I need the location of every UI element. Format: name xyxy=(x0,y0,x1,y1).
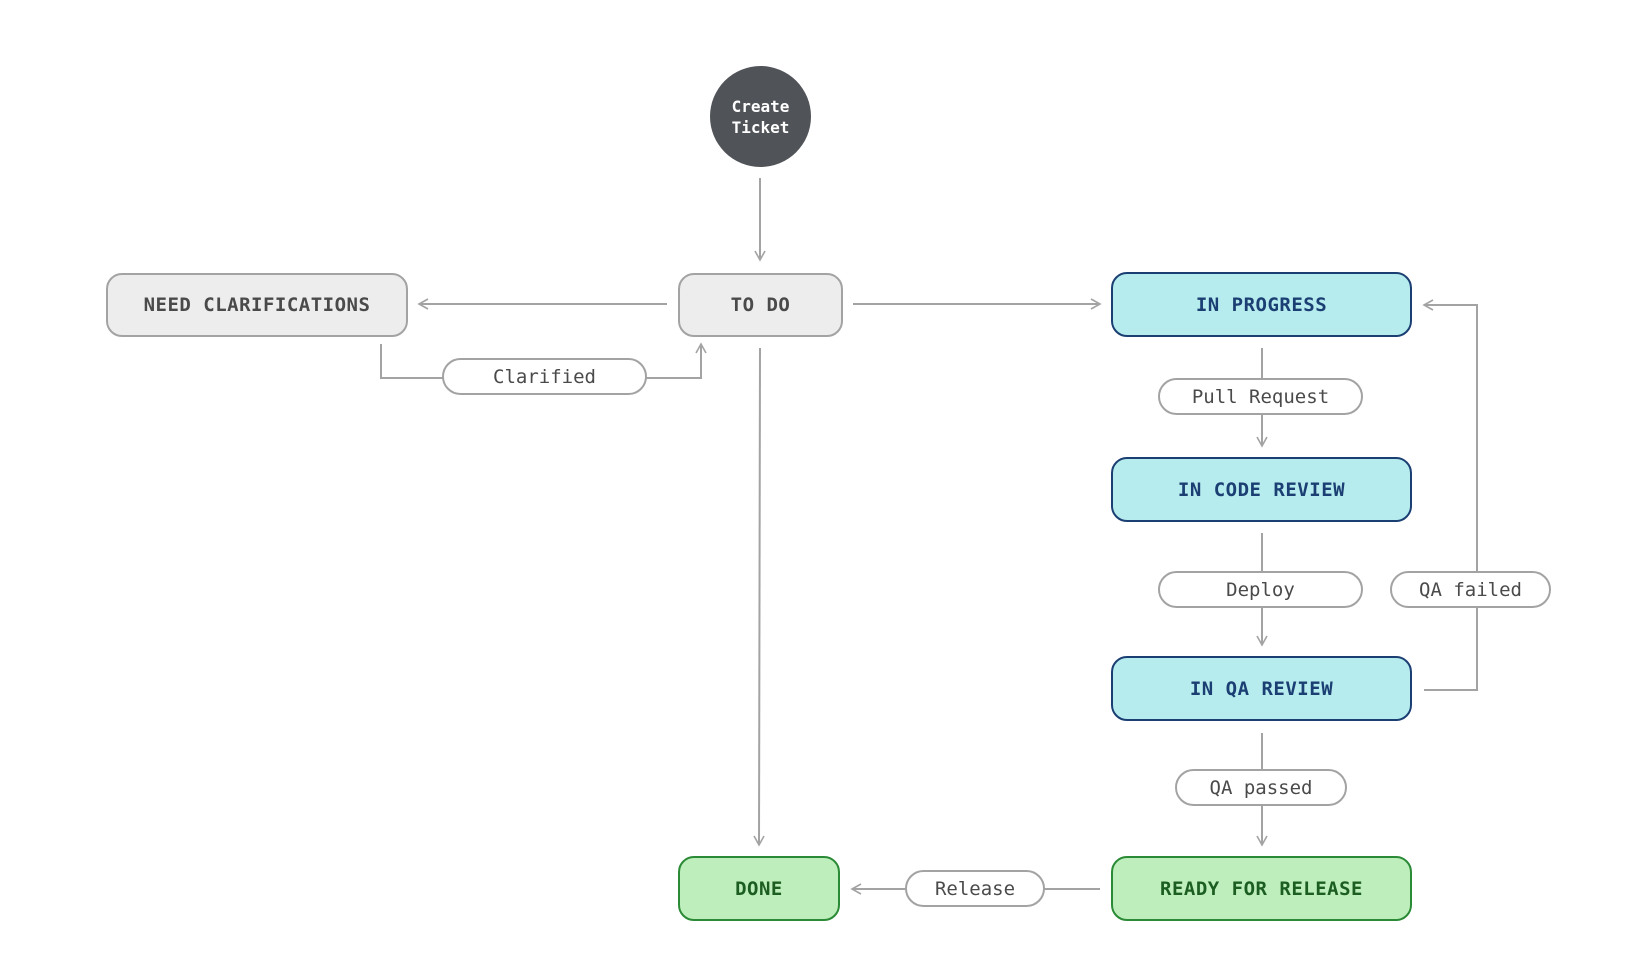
transition-release-label: Release xyxy=(934,877,1016,900)
state-done[interactable]: DONE xyxy=(678,856,840,921)
create-ticket-line1: Create xyxy=(731,96,790,116)
transition-deploy-label: Deploy xyxy=(1226,578,1295,601)
state-to-do[interactable]: TO DO xyxy=(678,273,843,337)
transition-pull-request-label: Pull Request xyxy=(1191,385,1330,408)
create-ticket-line2: Ticket xyxy=(731,117,790,137)
state-ready-for-release[interactable]: READY FOR RELEASE xyxy=(1111,856,1412,921)
state-in-qa-review-label: IN QA REVIEW xyxy=(1189,677,1334,700)
transition-clarified-label: Clarified xyxy=(493,365,596,388)
state-need-clarifications-label: NEED CLARIFICATIONS xyxy=(143,294,371,316)
state-in-code-review-label: IN CODE REVIEW xyxy=(1177,478,1346,501)
transition-deploy[interactable]: Deploy xyxy=(1158,571,1363,608)
transition-qa-failed-label: QA failed xyxy=(1419,578,1522,601)
state-need-clarifications[interactable]: NEED CLARIFICATIONS xyxy=(106,273,408,337)
state-in-progress[interactable]: IN PROGRESS xyxy=(1111,272,1412,337)
transition-qa-failed[interactable]: QA failed xyxy=(1390,571,1551,608)
transition-clarified[interactable]: Clarified xyxy=(442,358,647,395)
state-done-label: DONE xyxy=(735,877,783,900)
state-to-do-label: TO DO xyxy=(730,294,791,316)
edge-qa-failed xyxy=(1422,299,1478,691)
edge-todo-to-done xyxy=(753,347,765,847)
create-ticket-start-node[interactable]: Create Ticket xyxy=(710,66,811,167)
transition-qa-passed-label: QA passed xyxy=(1209,776,1313,799)
transition-release[interactable]: Release xyxy=(905,870,1045,907)
transition-pull-request[interactable]: Pull Request xyxy=(1158,378,1363,415)
state-ready-for-release-label: READY FOR RELEASE xyxy=(1160,877,1363,900)
state-in-progress-label: IN PROGRESS xyxy=(1195,293,1328,316)
state-in-code-review[interactable]: IN CODE REVIEW xyxy=(1111,457,1412,522)
state-in-qa-review[interactable]: IN QA REVIEW xyxy=(1111,656,1412,721)
transition-qa-passed[interactable]: QA passed xyxy=(1175,769,1347,806)
